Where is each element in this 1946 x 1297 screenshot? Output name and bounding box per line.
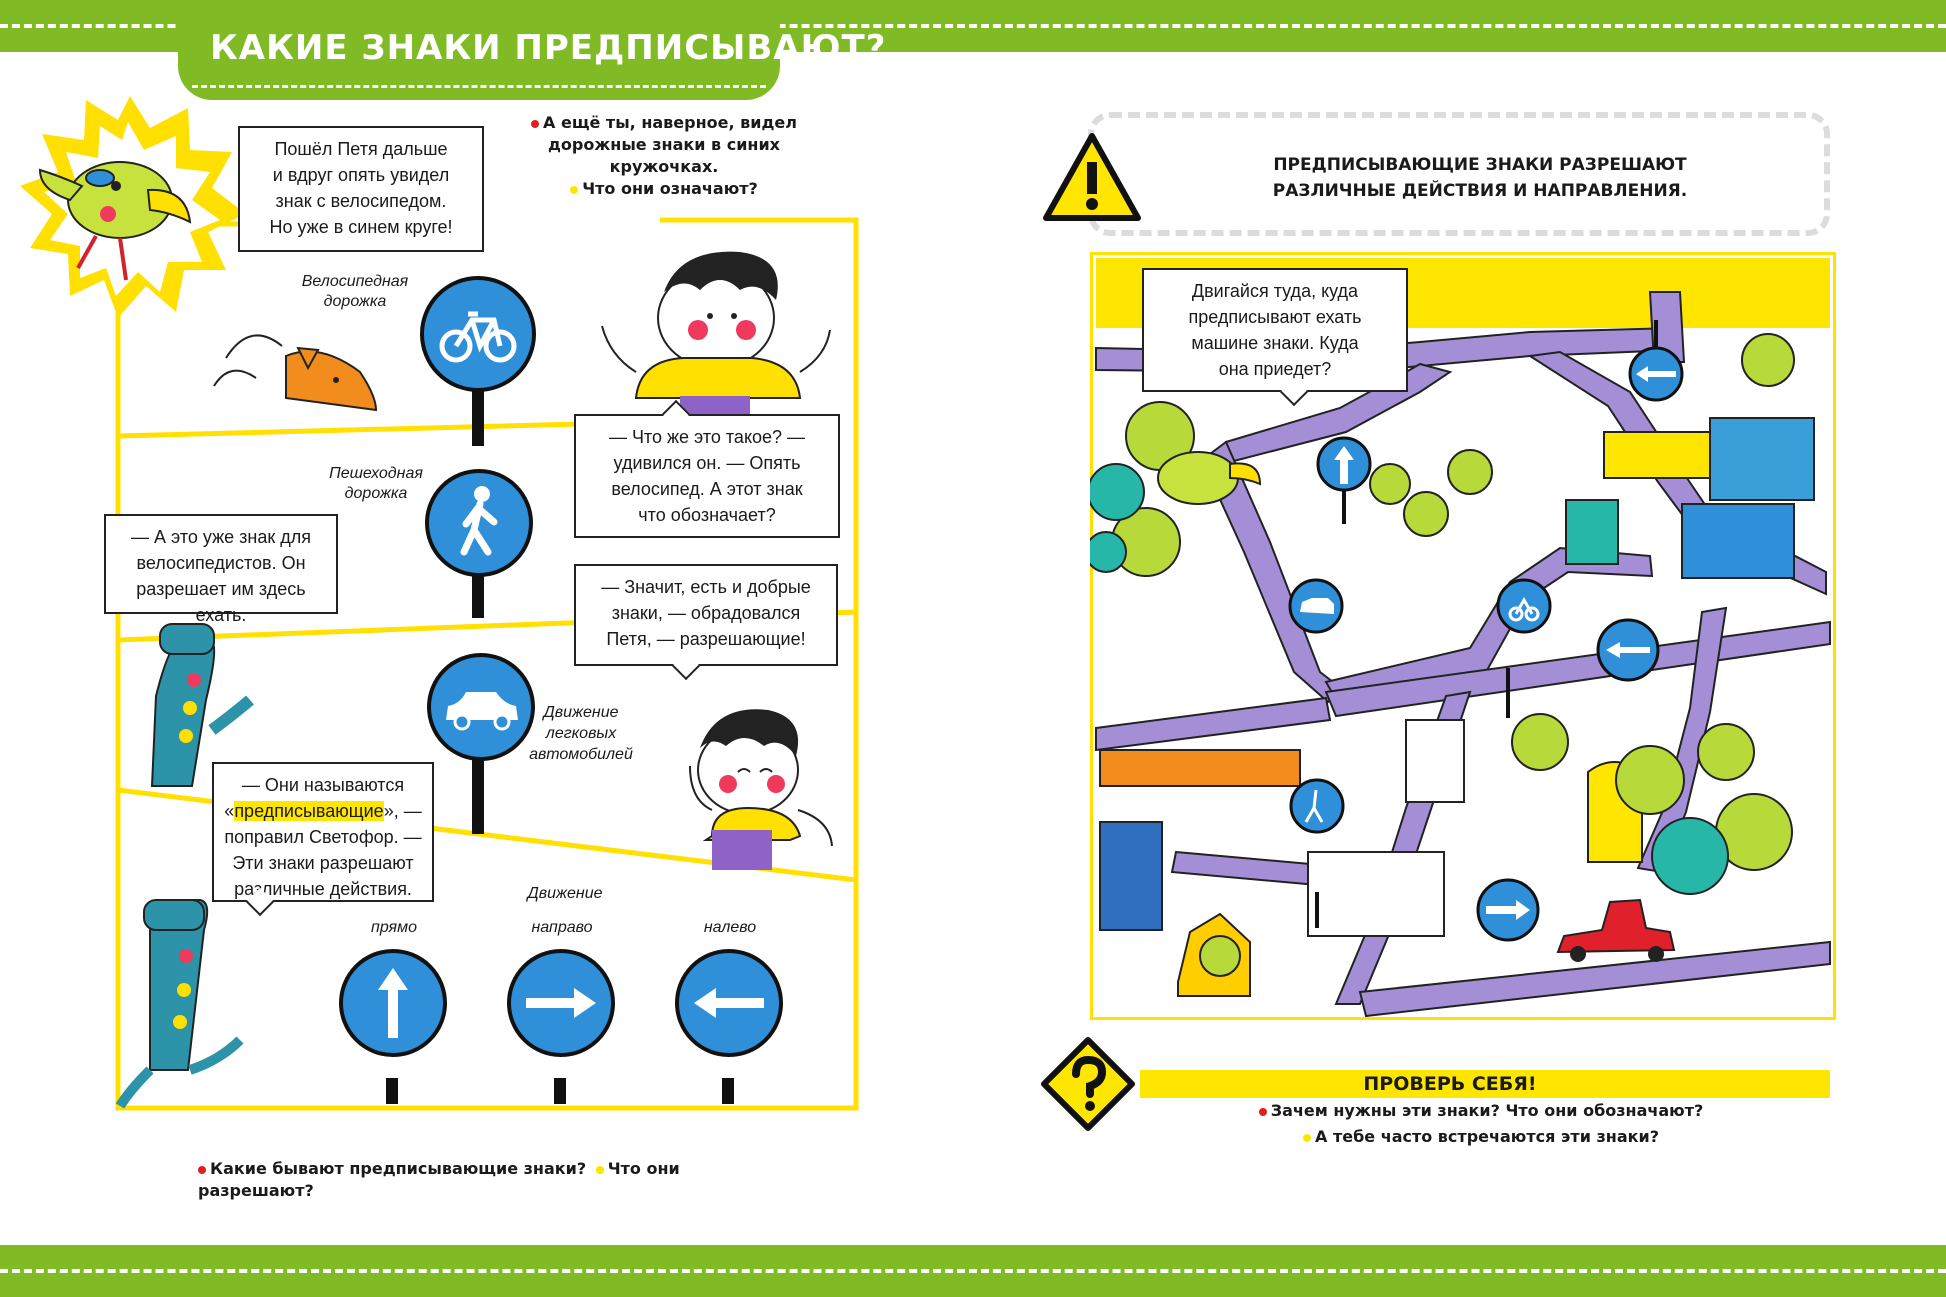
- car-icon: [427, 653, 535, 761]
- parrot-illustration: [38, 161, 192, 281]
- check-yourself-bar: [1140, 1070, 1830, 1098]
- label-straight: прямо: [371, 919, 417, 936]
- question-block-bottom: Какие бывают предписывающие знаки? Что о…: [198, 1159, 680, 1200]
- title-tab: [178, 0, 780, 100]
- traffic-light-illustration-2: [115, 899, 244, 1109]
- boy-illustration-2: [689, 709, 833, 870]
- label-right: направо: [531, 919, 593, 936]
- speech-bubble-what-is-this: — Что же это такое? —удивился он. — Опят…: [574, 399, 840, 538]
- bicycle-icon: [420, 276, 536, 392]
- traffic-light-illustration-1: [150, 623, 254, 787]
- label-movement: Движение: [527, 885, 603, 902]
- warning-icon: [1043, 133, 1141, 221]
- boy-illustration-1: [601, 251, 831, 422]
- fox-illustration: [213, 334, 378, 412]
- check-question-1: Зачем нужны эти знаки? Что они обозначаю…: [1246, 1100, 1716, 1122]
- arrow-right-icon: [507, 949, 615, 1057]
- page-title: КАКИЕ ЗНАКИ ПРЕДПИСЫВАЮТ?: [210, 28, 887, 68]
- speech-bubble-prescriptive: — Они называются «предписывающие», — поп…: [212, 762, 434, 917]
- highlighted-term: предписывающие: [234, 801, 384, 821]
- check-question-2: А тебе часто встречаются эти знаки?: [1246, 1126, 1716, 1148]
- question-block-top: А ещё ты, наверное, видел дорожные знаки…: [504, 112, 824, 200]
- bottom-band: [0, 1245, 1946, 1297]
- cinema-sign: КИНО: [1734, 612, 1766, 624]
- arrow-up-icon: [339, 949, 447, 1057]
- label-left: налево: [703, 919, 757, 936]
- question-icon: [1041, 1037, 1135, 1131]
- pedestrian-icon: [425, 469, 533, 577]
- check-yourself-title: ПРОВЕРЬ СЕБЯ!: [1363, 1073, 1537, 1095]
- arrow-left-icon: [675, 949, 783, 1057]
